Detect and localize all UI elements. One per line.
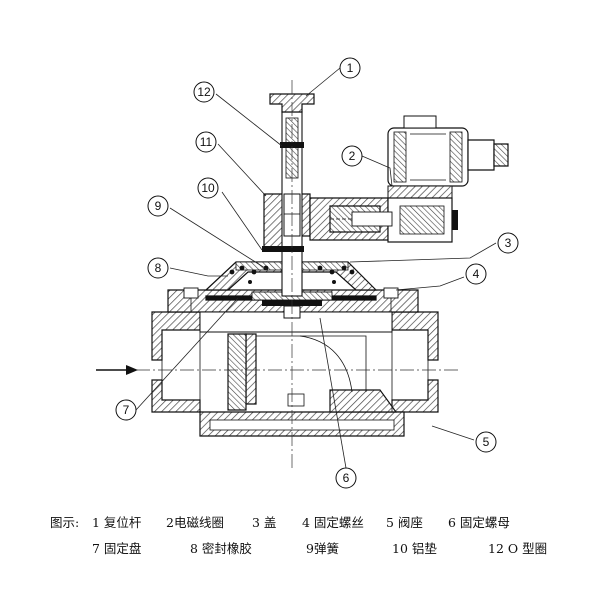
legend-item-3: 3 盖 [252,515,277,530]
callout-1: 1 [339,57,361,79]
legend-row-2: 7 固定盘 8 密封橡胶 9弹簧 10 铝垫 12 O 型圈 [40,538,580,556]
flow-indicator [96,365,460,375]
svg-text:12: 12 [197,85,211,99]
callout-7: 7 [115,399,137,421]
svg-text:4: 4 [473,267,480,281]
svg-text:1: 1 [347,61,354,75]
legend-item-2: 2电磁线圈 [166,515,224,530]
svg-text:9: 9 [155,199,162,213]
legend-item-12: 12 O 型圈 [488,541,548,556]
legend-item-4: 4 固定螺丝 [302,515,364,530]
legend-item-10: 10 铝垫 [392,541,437,556]
leader-lines [135,67,497,469]
svg-text:8: 8 [155,261,162,275]
callout-11: 11 [195,131,217,153]
legend-item-6: 6 固定螺母 [448,515,510,530]
svg-text:7: 7 [123,403,130,417]
legend-prefix: 图示: [50,515,80,530]
legend-item-8: 8 密封橡胶 [190,541,252,556]
legend-item-9: 9弹簧 [306,541,339,556]
callout-10: 10 [197,177,219,199]
solenoid-coil [351,115,509,243]
callout-4: 4 [465,263,487,285]
callout-9: 9 [147,195,169,217]
svg-text:10: 10 [201,181,215,195]
legend-item-5: 5 阀座 [386,515,423,530]
flow-arrow-icon [126,365,138,375]
spring [229,265,355,284]
callout-6: 6 [335,467,357,489]
callout-12: 12 [193,81,215,103]
legend-item-1: 1 复位杆 [92,515,142,530]
svg-text:5: 5 [483,435,490,449]
legend-item-7: 7 固定盘 [92,541,142,556]
legend-row-1: 图示: 1 复位杆 2电磁线圈 3 盖 4 固定螺丝 5 阀座 6 固定螺母 [40,512,580,530]
svg-text:6: 6 [343,471,350,485]
svg-text:3: 3 [505,236,512,250]
svg-text:11: 11 [200,135,213,149]
callout-5: 5 [475,431,497,453]
callout-8: 8 [147,257,169,279]
svg-text:2: 2 [349,149,356,163]
callout-3: 3 [497,232,519,254]
callout-2: 2 [341,145,363,167]
